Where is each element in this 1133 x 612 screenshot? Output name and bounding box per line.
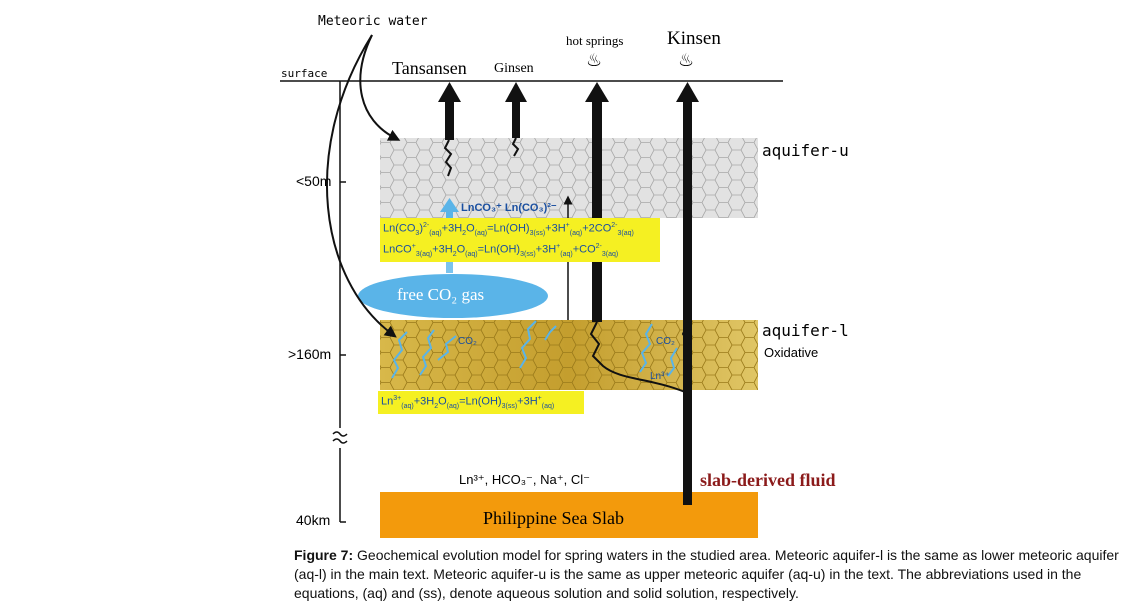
equation-term: 3(aq) (601, 250, 619, 258)
depth-160m-label: >160m (288, 346, 332, 362)
equation-term: (aq) (465, 250, 478, 258)
tansansen-arrow (438, 82, 461, 140)
equation-term: 2 (452, 250, 457, 258)
equation-term: (aq) (429, 229, 442, 237)
equation-term: 3(aq) (617, 229, 634, 237)
equation: Ln(CO3)2-(aq)+3H2O(aq)=Ln(OH)3(ss)+3H+(a… (383, 219, 657, 240)
hot-springs-arrow (585, 82, 609, 322)
equation-term: =Ln(OH) (477, 243, 521, 256)
meteoric-water-arrow-u (359, 34, 401, 141)
equation-term: +3H (517, 395, 538, 408)
depth-40km-label: 40km (296, 512, 331, 528)
co2-label-right: CO₂ (656, 336, 675, 347)
equation-term: LnCO (383, 243, 412, 256)
equation-term: 3(ss) (501, 402, 518, 410)
equation-term: Ln(CO (383, 222, 416, 235)
ln3-label: Ln³⁺ (650, 371, 670, 382)
free-co2-label: free CO₂ gas (397, 285, 485, 304)
equation-term: +3H (413, 395, 435, 408)
meteoric-water-label: Meteoric water (318, 14, 428, 29)
free-co2-gas-ellipse (358, 274, 548, 318)
kinsen-spring-icon: ♨ (678, 50, 695, 70)
figure-caption: Figure 7: Geochemical evolution model fo… (294, 546, 1130, 603)
equation-term: +3H (432, 243, 453, 256)
aquifer-u-label: aquifer-u (762, 141, 849, 160)
slab-derived-fluid-label: slab-derived fluid (700, 470, 836, 490)
equation-term: (aq) (569, 229, 583, 237)
equation-term: (aq) (401, 402, 414, 410)
equation-term: (aq) (446, 402, 460, 410)
equation-term: 2- (422, 222, 430, 229)
equation-term: 2- (595, 242, 602, 250)
depth-50m-label: <50m (296, 173, 332, 189)
co2-label: CO₂ (458, 336, 477, 347)
equation-term: +CO (572, 243, 596, 256)
meteoric-water-arrow-l (325, 34, 397, 338)
equation-term: +3H (535, 243, 557, 256)
equation-term: + (556, 242, 561, 250)
equation-term: (aq) (560, 250, 573, 258)
break-marks (332, 431, 348, 444)
equation-term: =Ln(OH) (459, 395, 502, 408)
equation-term: 2 (462, 229, 467, 237)
ginsen-label: Ginsen (494, 61, 534, 76)
philippine-sea-slab-label: Philippine Sea Slab (483, 508, 624, 528)
lower-equation-box: Ln3+(aq)+3H2O(aq)=Ln(OH)3(ss)+3H+(aq) (378, 391, 584, 414)
surface-label: surface (281, 67, 328, 80)
ions-label: Ln³⁺, HCO₃⁻, Na⁺, Cl⁻ (459, 472, 590, 487)
equation-term: + (537, 395, 542, 402)
oxidative-label: Oxidative (764, 345, 819, 360)
equation-term: + (411, 242, 416, 250)
lnco3-species-label: LnCO₃⁺ Ln(CO₃)²⁻ (461, 202, 557, 214)
equation-term: =Ln(OH) (487, 222, 530, 235)
equation-term: +2CO (582, 222, 612, 235)
tansansen-label: Tansansen (392, 58, 467, 78)
depth-axis (339, 81, 346, 523)
equation-term: O (438, 395, 447, 408)
equation-term: +3H (441, 222, 463, 235)
equation: Ln3+(aq)+3H2O(aq)=Ln(OH)3(ss)+3H+(aq) (381, 392, 581, 413)
equation-term: O (456, 243, 466, 256)
slab-layer (380, 492, 758, 538)
equation-term: O (466, 222, 475, 235)
equation-term: 3(aq) (415, 250, 433, 258)
equation: LnCO+3(aq)+3H2O(aq)=Ln(OH)3(ss)+3H+(aq)+… (383, 240, 657, 261)
equation-term: 3(ss) (529, 229, 546, 237)
caption-label: Figure 7: (294, 547, 354, 563)
kinsen-label: Kinsen (667, 28, 721, 49)
equation-term: 3+ (393, 395, 402, 402)
equation-term: (aq) (474, 229, 488, 237)
equation-term: + (565, 222, 570, 229)
equation-term: Ln (381, 395, 394, 408)
hot-spring-icon: ♨ (586, 50, 603, 70)
upper-equations-box: Ln(CO3)2-(aq)+3H2O(aq)=Ln(OH)3(ss)+3H+(a… (380, 218, 660, 262)
equation-term: +3H (545, 222, 566, 235)
equation-term: 3(ss) (520, 250, 536, 258)
caption-text: Geochemical evolution model for spring w… (294, 547, 1119, 601)
equation-term: 3 (415, 229, 420, 237)
equation-term: 2- (611, 222, 618, 229)
equation-term: ) (419, 222, 423, 235)
co2-bubble-paths (391, 320, 678, 379)
kinsen-arrow (676, 82, 699, 505)
slab-fluid-path (589, 321, 686, 393)
hot-springs-label: hot springs (566, 33, 624, 48)
ginsen-arrow (505, 82, 527, 138)
equation-term: (aq) (541, 402, 555, 410)
aquifer-l-label: aquifer-l (762, 321, 849, 340)
equation-term: 2 (434, 402, 439, 410)
